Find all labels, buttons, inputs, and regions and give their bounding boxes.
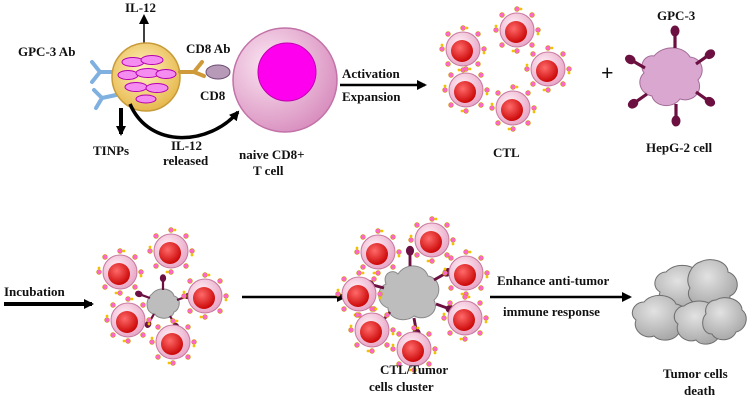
ctl-label: CTL bbox=[493, 145, 520, 160]
incubation-label: Incubation bbox=[4, 284, 65, 299]
il12-top-label: IL-12 bbox=[125, 0, 156, 15]
tinps-label: TINPs bbox=[93, 143, 129, 158]
cd8-antibody-icon bbox=[178, 60, 206, 78]
cd8-label: CD8 bbox=[200, 88, 226, 103]
cluster-label-line1: CTL/Tumor bbox=[380, 362, 448, 377]
naive-cd8-t-cell bbox=[232, 27, 338, 133]
tinps-nanoparticle bbox=[111, 42, 181, 112]
immune-response-label: immune response bbox=[503, 304, 600, 319]
gpc3-ab-label: GPC-3 Ab bbox=[18, 44, 75, 59]
cd8-ab-label: CD8 Ab bbox=[186, 41, 230, 56]
cd8-receptor-icon bbox=[205, 64, 231, 80]
gpc3-antibody-icon bbox=[90, 60, 118, 110]
dead-tumor-cells bbox=[631, 259, 747, 345]
ctl-tumor-cluster bbox=[335, 216, 490, 373]
incubation-cell-group bbox=[96, 227, 229, 366]
activation-label: Activation bbox=[342, 66, 401, 81]
enhance-label: Enhance anti-tumor bbox=[497, 273, 610, 288]
il12-released-arrow bbox=[128, 103, 240, 140]
il12-released-label-line2: released bbox=[163, 153, 209, 168]
naive-cell-label-line2: T cell bbox=[253, 163, 284, 178]
il12-released-label-line1: IL-12 bbox=[171, 138, 202, 153]
hepg2-label: HepG-2 cell bbox=[646, 140, 712, 155]
gpc3-label: GPC-3 bbox=[657, 8, 696, 23]
cluster-label-line2: cells cluster bbox=[369, 379, 434, 394]
ctl-cell-group bbox=[439, 6, 572, 132]
naive-cell-label-line1: naive CD8+ bbox=[239, 147, 305, 162]
expansion-label: Expansion bbox=[342, 89, 401, 104]
plus-sign: + bbox=[601, 60, 614, 85]
death-label-line1: Tumor cells bbox=[663, 366, 728, 381]
death-label-line2: death bbox=[684, 383, 716, 398]
hepg2-tumor-cell bbox=[623, 25, 718, 127]
